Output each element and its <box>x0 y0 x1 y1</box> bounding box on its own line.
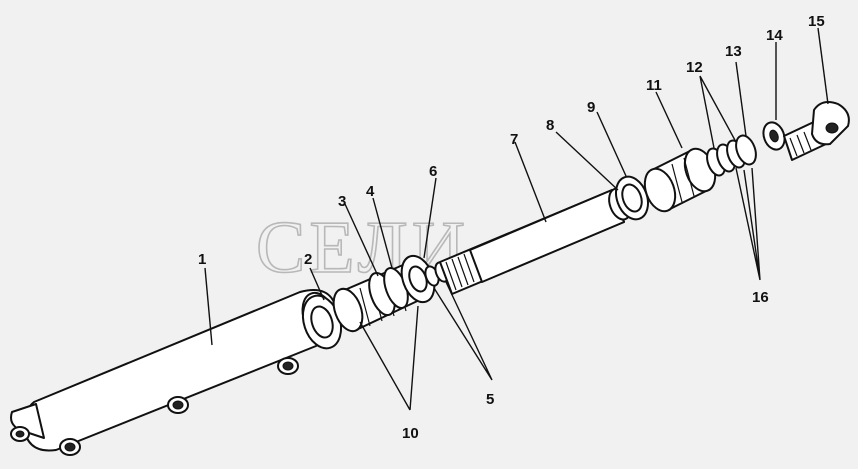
part-14-washer <box>762 121 786 151</box>
callout-6: 6 <box>429 163 437 180</box>
part-1-cylinder-barrel <box>10 289 339 456</box>
callout-14: 14 <box>766 27 783 44</box>
callout-15: 15 <box>808 13 825 30</box>
part-9-wiper-ring <box>615 175 649 221</box>
part-13-ring <box>735 134 757 166</box>
callout-4: 4 <box>366 183 375 200</box>
callout-9: 9 <box>587 99 595 116</box>
callout-7: 7 <box>510 131 518 148</box>
part-7-piston-rod <box>439 189 625 295</box>
callout-3: 3 <box>338 193 346 210</box>
callout-labels: 1 2 3 4 5 6 7 8 9 10 11 12 13 14 15 16 <box>198 13 825 442</box>
callout-1: 1 <box>198 251 206 268</box>
callout-12: 12 <box>686 59 703 76</box>
callout-16: 16 <box>752 289 769 306</box>
callout-5: 5 <box>486 391 494 408</box>
part-15-rod-end <box>783 101 850 161</box>
callout-8: 8 <box>546 117 554 134</box>
callout-2: 2 <box>304 251 312 268</box>
callout-10: 10 <box>402 425 419 442</box>
callout-13: 13 <box>725 43 742 60</box>
callout-11: 11 <box>646 77 662 94</box>
leader-lines <box>204 27 829 411</box>
